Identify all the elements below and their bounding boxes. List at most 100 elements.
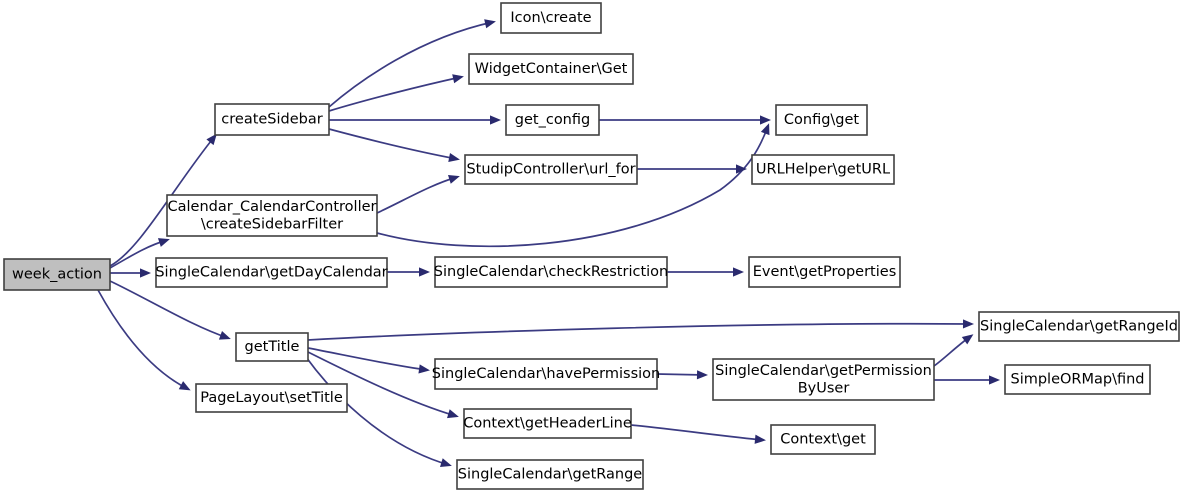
node-rect[interactable]	[195, 383, 348, 413]
node-rect[interactable]	[434, 358, 658, 390]
node-rect[interactable]	[1004, 364, 1151, 395]
node-rect[interactable]	[463, 408, 632, 439]
call-edge-week_action-to-pageLayoutSetTitle	[97, 289, 191, 391]
node-label: SingleCalendar\getRange	[458, 467, 643, 483]
call-graph-node-urlHelperGetURL[interactable]: URLHelper\getURL	[751, 154, 895, 185]
call-graph-node-urlFor[interactable]: StudipController\url_for	[464, 154, 638, 185]
call-edge-getTitle-to-getRangeId	[307, 319, 974, 341]
node-rect[interactable]	[748, 256, 901, 288]
call-graph-node-contextGet[interactable]: Context\get	[770, 424, 876, 455]
node-rect[interactable]	[751, 154, 895, 185]
node-rect[interactable]	[456, 459, 644, 490]
edge-line	[305, 356, 450, 466]
node-rect[interactable]	[505, 104, 600, 136]
call-graph-node-widgetContainerGet[interactable]: WidgetContainer\Get	[468, 53, 634, 85]
node-label: PageLayout\setTitle	[200, 390, 343, 406]
arrowhead-icon	[696, 370, 708, 380]
node-rect[interactable]	[978, 311, 1180, 342]
node-label: createSidebar	[221, 112, 322, 128]
node-label: Icon\create	[510, 10, 591, 26]
call-graph-node-contextGetHeaderLine[interactable]: Context\getHeaderLine	[463, 408, 632, 439]
arrowhead-icon	[760, 123, 770, 136]
node-layer: week_action createSidebar Icon\createWidge…	[3, 2, 1180, 490]
node-label: URLHelper\getURL	[756, 162, 890, 178]
call-edge-createSidebar-to-iconCreate	[328, 19, 496, 108]
arrowhead-icon	[157, 238, 170, 247]
arrowhead-icon	[989, 375, 1000, 385]
arrowhead-icon	[484, 19, 496, 29]
call-graph-node-sidebarFilter[interactable]: Calendar_CalendarController\createSideba…	[166, 194, 378, 237]
node-rect[interactable]	[468, 53, 634, 85]
edge-line	[109, 135, 216, 267]
arrowhead-icon	[452, 74, 464, 84]
node-rect[interactable]	[464, 154, 638, 185]
arrowhead-icon	[733, 267, 744, 277]
arrowhead-icon	[206, 133, 217, 146]
call-graph-node-configGet[interactable]: Config\get	[775, 104, 868, 136]
edge-line	[307, 347, 428, 371]
call-edge-getPermissionByUser-to-simpleORMapFind	[934, 375, 1000, 385]
arrowhead-icon	[760, 115, 771, 125]
call-graph-node-eventGetProperties[interactable]: Event\getProperties	[748, 256, 901, 288]
edge-line	[376, 125, 769, 248]
edge-line	[630, 424, 764, 441]
node-label: \createSidebarFilter	[201, 216, 343, 232]
node-label: week_action	[12, 267, 102, 283]
call-edge-createSidebar-to-widgetContainerGet	[328, 74, 464, 112]
node-rect[interactable]	[434, 256, 668, 288]
node-rect[interactable]	[155, 257, 388, 288]
edge-line	[109, 280, 229, 339]
call-graph-node-checkRestriction[interactable]: SingleCalendar\checkRestriction	[434, 256, 668, 288]
node-label: Config\get	[784, 112, 860, 128]
arrowhead-icon	[418, 364, 430, 374]
call-graph-node-getTitle[interactable]: getTitle	[235, 332, 309, 362]
call-edge-getPermissionByUser-to-getRangeId	[933, 334, 974, 367]
call-graph-node-week_action[interactable]: week_action	[3, 258, 111, 291]
call-graph-node-havePermission[interactable]: SingleCalendar\havePermission	[432, 358, 660, 390]
edge-line	[97, 289, 189, 390]
node-label: Context\get	[780, 432, 866, 448]
arrowhead-icon	[140, 268, 151, 278]
node-rect[interactable]	[3, 258, 111, 291]
call-graph-node-getDayCalendar[interactable]: SingleCalendar\getDayCalendar	[155, 257, 388, 288]
edge-line	[376, 176, 458, 214]
call-edge-createSidebar-to-urlFor	[328, 128, 460, 163]
node-rect[interactable]	[712, 358, 935, 401]
call-graph-node-iconCreate[interactable]: Icon\create	[500, 2, 602, 34]
node-label: SingleCalendar\getRangeId	[980, 319, 1178, 335]
call-edge-createSidebar-to-get_config	[329, 115, 501, 125]
node-label: getTitle	[245, 339, 300, 355]
node-rect[interactable]	[770, 424, 876, 455]
node-label: SingleCalendar\havePermission	[432, 366, 660, 382]
call-edge-week_action-to-sidebarFilter	[109, 238, 170, 269]
arrowhead-icon	[419, 267, 430, 277]
call-edge-havePermission-to-getPermissionByUser	[656, 370, 708, 380]
call-graph-node-getRangeId[interactable]: SingleCalendar\getRangeId	[978, 311, 1180, 342]
node-rect[interactable]	[235, 332, 309, 362]
arrowhead-icon	[440, 458, 452, 468]
arrowhead-icon	[178, 381, 191, 391]
call-edge-week_action-to-getDayCalendar	[110, 268, 151, 278]
node-rect[interactable]	[166, 194, 378, 237]
call-graph-node-createSidebar[interactable]: createSidebar	[214, 103, 330, 136]
node-label: Calendar_CalendarController	[168, 199, 377, 215]
call-graph-node-get_config[interactable]: get_config	[505, 104, 600, 136]
call-edge-getTitle-to-contextGetHeaderLine	[307, 351, 459, 419]
call-graph-node-pageLayoutSetTitle[interactable]: PageLayout\setTitle	[195, 383, 348, 413]
arrowhead-icon	[447, 175, 460, 184]
node-label: Context\getHeaderLine	[463, 416, 632, 432]
arrowhead-icon	[962, 319, 974, 329]
call-graph-node-simpleORMapFind[interactable]: SimpleORMap\find	[1004, 364, 1151, 395]
node-rect[interactable]	[775, 104, 868, 136]
edge-line	[307, 322, 972, 341]
call-graph-node-getRange[interactable]: SingleCalendar\getRange	[456, 459, 644, 490]
call-edge-getDayCalendar-to-checkRestriction	[387, 267, 430, 277]
node-rect[interactable]	[500, 2, 602, 34]
call-edge-sidebarFilter-to-urlFor	[376, 175, 460, 214]
node-label: ByUser	[798, 380, 850, 396]
call-edge-week_action-to-getTitle	[109, 280, 231, 340]
call-edge-checkRestriction-to-eventGetProperties	[667, 267, 744, 277]
node-rect[interactable]	[214, 103, 330, 136]
